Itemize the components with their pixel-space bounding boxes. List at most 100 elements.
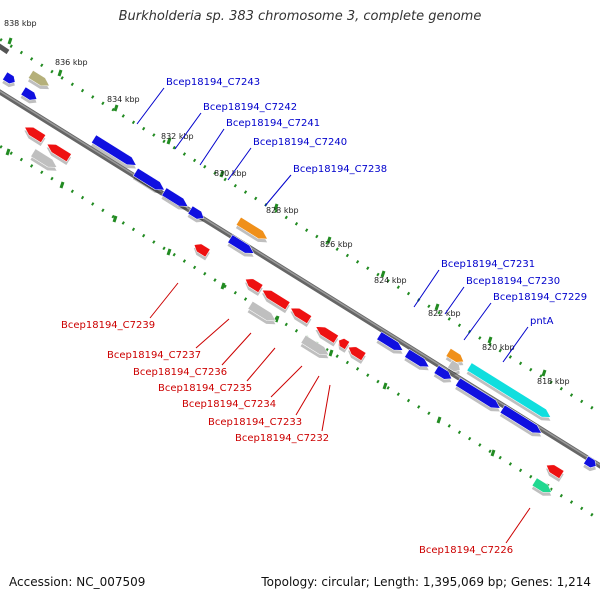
label-leaders — [136, 87, 531, 544]
gene-arrow-body — [499, 404, 542, 434]
tick-label: 822 kbp — [428, 309, 461, 318]
tick-mark — [220, 282, 226, 290]
reverse-gene-label: Bcep18194_C7237 — [107, 350, 201, 361]
gene-arrow-body — [583, 455, 597, 469]
gene-arrow — [583, 455, 597, 472]
gene-arrow — [466, 362, 552, 421]
map-title: Burkholderia sp. 383 chromosome 3, compl… — [118, 9, 482, 24]
gene-arrow-body — [227, 234, 255, 254]
forward-gene-label: Bcep18194_C7230 — [466, 276, 560, 287]
gene-arrow — [499, 404, 542, 437]
tick-label: 838 kbp — [4, 19, 37, 28]
tick-mark — [380, 270, 386, 278]
reverse-label-leader — [246, 347, 276, 382]
tick-mark — [166, 248, 172, 256]
tick-label: 830 kbp — [214, 169, 247, 178]
gene-arrow-body — [132, 167, 165, 191]
gene-arrow-body — [347, 346, 367, 361]
tick-mark — [436, 416, 442, 424]
gene-arrow — [376, 331, 404, 354]
gene-arrow-body — [247, 300, 277, 322]
forward-gene-label: pntA — [530, 316, 554, 327]
forward-label-leader — [502, 326, 529, 363]
forward-label-leader — [444, 286, 465, 315]
forward-gene-label: Bcep18194_C7243 — [166, 77, 260, 88]
forward-label-leader — [199, 128, 225, 166]
backbone-fragment — [0, 43, 10, 55]
reverse-label-leader — [195, 318, 230, 349]
gene-arrow-body — [193, 243, 211, 258]
tick-mark — [326, 236, 332, 244]
tick-tracks — [0, 37, 600, 522]
forward-label-leader — [463, 302, 492, 341]
gene-arrow-body — [290, 307, 313, 324]
forward-label-leader — [174, 112, 202, 150]
gene-arrow-body — [531, 477, 552, 493]
tick-mark — [59, 181, 65, 189]
gene-arrow — [193, 243, 211, 261]
reverse-label-leader — [295, 375, 320, 416]
forward-label-leader — [136, 87, 165, 125]
gene-arrow — [30, 148, 58, 171]
forward-label-leader — [413, 269, 440, 308]
gene-arrow — [300, 334, 330, 359]
gene-arrow — [27, 70, 50, 90]
tick-mark — [57, 69, 63, 77]
tick-mark — [274, 315, 280, 323]
gene-arrow-body — [2, 71, 16, 85]
tick-mark — [434, 303, 440, 311]
tick-label: 824 kbp — [374, 276, 407, 285]
gene-arrow — [20, 86, 38, 104]
reverse-label-leader — [221, 332, 252, 366]
genome-summary-text: Topology: circular; Length: 1,395,069 bp… — [261, 575, 591, 589]
reverse-gene-label: Bcep18194_C7233 — [208, 417, 302, 428]
reverse-gene-label: Bcep18194_C7234 — [182, 399, 276, 410]
gene-arrow-body — [338, 338, 350, 350]
gene-arrow — [455, 377, 501, 412]
gene-arrow — [447, 359, 461, 376]
gene-arrow — [315, 326, 339, 347]
reverse-gene-label: Bcep18194_C7239 — [61, 320, 155, 331]
tick-mark — [541, 369, 547, 377]
tick-label: 826 kbp — [320, 240, 353, 249]
tick-label: 836 kbp — [55, 58, 88, 67]
forward-label-leader — [227, 147, 252, 181]
tick-label: 818 kbp — [537, 377, 570, 386]
gene-arrow-body — [30, 148, 58, 168]
gene-arrow — [24, 126, 47, 146]
tick-mark — [7, 37, 13, 45]
gene-arrow-body — [161, 187, 189, 207]
accession-text: Accession: NC_007509 — [9, 575, 146, 589]
tick-mark — [166, 137, 172, 145]
gene-arrow-body — [20, 86, 38, 101]
gene-arrow — [132, 167, 165, 194]
forward-gene-label: Bcep18194_C7240 — [253, 137, 347, 148]
gene-arrow — [445, 348, 465, 366]
tick-label: 832 kbp — [161, 132, 194, 141]
tick-label: 820 kbp — [482, 343, 515, 352]
reverse-gene-label: Bcep18194_C7232 — [235, 433, 329, 444]
reverse-gene-label: Bcep18194_C7235 — [158, 383, 252, 394]
gene-arrow-body — [235, 216, 268, 240]
gene-arrow — [404, 348, 430, 371]
gene-arrow — [161, 187, 189, 210]
gene-arrow-body — [545, 464, 565, 479]
gene-arrow — [227, 234, 255, 257]
reverse-label-leader — [149, 282, 179, 319]
reverse-gene-label: Bcep18194_C7236 — [133, 367, 227, 378]
tick-mark — [112, 215, 118, 223]
reverse-label-leader — [505, 507, 531, 544]
tick-mark — [382, 382, 388, 390]
forward-gene-label: Bcep18194_C7241 — [226, 118, 320, 129]
gene-arrow — [261, 289, 291, 314]
forward-gene-label: Bcep18194_C7238 — [293, 164, 387, 175]
gene-arrow-body — [445, 348, 465, 363]
forward-label-leader — [264, 174, 292, 207]
gene-arrow — [46, 143, 72, 166]
forward-gene-label: Bcep18194_C7242 — [203, 102, 297, 113]
gene-arrow — [247, 300, 277, 325]
gene-arrow-body — [433, 365, 453, 380]
tick-mark — [273, 203, 279, 211]
